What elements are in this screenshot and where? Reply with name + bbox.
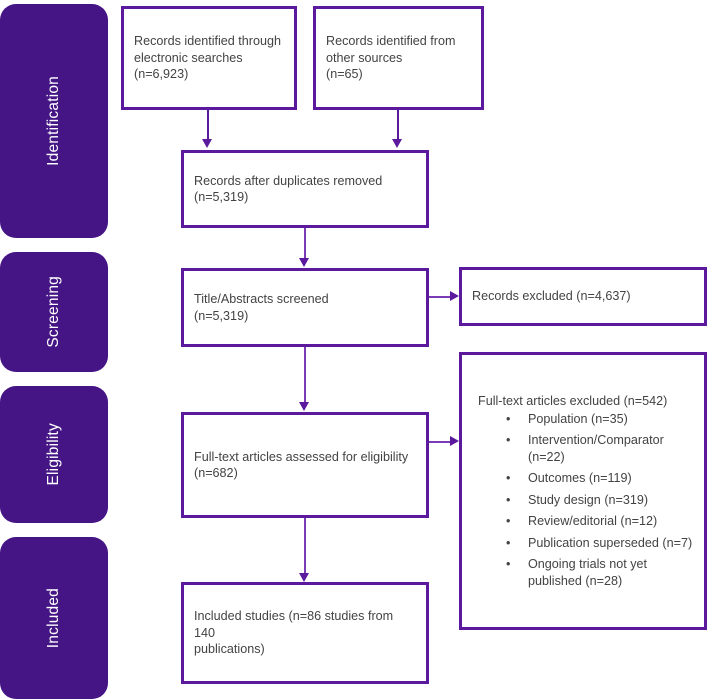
list-item-label: Population (n=35) — [528, 411, 628, 426]
arrowhead-electronic-to-dedup — [202, 139, 212, 148]
fulltext-excluded-reason-list: • Population (n=35) • Intervention/Compa… — [470, 410, 696, 590]
arrowhead-other-to-dedup — [392, 139, 402, 148]
list-item: • Intervention/Comparator (n=22) — [470, 432, 696, 465]
stage-label-identification: Identification — [45, 76, 62, 166]
box-records-excluded: Records excluded (n=4,637) — [459, 267, 707, 326]
stage-bar-eligibility: Eligibility — [0, 386, 108, 523]
bullet-icon: • — [506, 433, 511, 447]
stage-label-eligibility: Eligibility — [45, 423, 62, 486]
list-item-label: Intervention/Comparator (n=22) — [528, 433, 664, 464]
box-fulltext-excluded: Full-text articles excluded (n=542) • Po… — [459, 352, 707, 630]
list-item: • Outcomes (n=119) — [470, 470, 696, 487]
bullet-icon: • — [506, 411, 511, 426]
box-records-identified-other-text: Records identified from other sources (n… — [326, 34, 456, 82]
box-records-after-duplicates: Records after duplicates removed (n=5,31… — [181, 150, 429, 228]
connector-screened-to-fulltext — [304, 347, 306, 403]
box-records-identified-electronic: Records identified through electronic se… — [121, 6, 297, 110]
stage-bar-identification: Identification — [0, 4, 108, 238]
connector-electronic-to-dedup — [207, 110, 209, 140]
stage-label-included: Included — [45, 587, 62, 649]
list-item: • Review/editorial (n=12) — [470, 513, 696, 530]
box-included-studies: Included studies (n=86 studies from 140 … — [181, 582, 429, 684]
connector-other-to-dedup — [397, 110, 399, 140]
fulltext-excluded-header: Full-text articles excluded (n=542) — [478, 394, 668, 408]
box-fulltext-assessed: Full-text articles assessed for eligibil… — [181, 412, 429, 518]
bullet-icon: • — [506, 492, 511, 507]
connector-fulltext-to-included — [304, 518, 306, 575]
box-titles-abstracts-screened-text: Title/Abstracts screened (n=5,319) — [194, 292, 329, 323]
list-item: • Publication superseded (n=7) — [470, 535, 696, 552]
stage-bar-screening: Screening — [0, 252, 108, 372]
arrowhead-dedup-to-screened — [299, 258, 309, 267]
connector-screened-to-excluded — [429, 296, 455, 298]
box-records-identified-other: Records identified from other sources (n… — [313, 6, 484, 110]
arrowhead-fulltext-to-included — [299, 573, 309, 582]
stage-bar-included: Included — [0, 537, 108, 699]
connector-dedup-to-screened — [304, 228, 306, 259]
connector-fulltext-to-excluded — [429, 441, 455, 443]
list-item-label: Ongoing trials not yet published (n=28) — [528, 557, 648, 588]
box-fulltext-assessed-text: Full-text articles assessed for eligibil… — [194, 449, 409, 481]
arrowhead-screened-to-fulltext — [299, 402, 309, 411]
bullet-icon: • — [506, 471, 511, 485]
bullet-icon: • — [506, 557, 511, 571]
box-records-identified-electronic-text: Records identified through electronic se… — [134, 34, 282, 82]
box-included-studies-text: Included studies (n=86 studies from 140 … — [194, 609, 394, 657]
stage-label-screening: Screening — [45, 276, 62, 348]
list-item-label: Review/editorial (n=12) — [528, 514, 658, 528]
arrowhead-fulltext-to-excluded — [450, 436, 459, 446]
list-item: • Ongoing trials not yet published (n=28… — [470, 556, 696, 589]
bullet-icon: • — [506, 514, 511, 528]
list-item-label: Outcomes (n=119) — [528, 471, 632, 485]
list-item-label: Study design (n=319) — [528, 492, 649, 507]
box-titles-abstracts-screened: Title/Abstracts screened (n=5,319) — [181, 268, 429, 347]
arrowhead-screened-to-excluded — [450, 291, 459, 301]
box-records-after-duplicates-text: Records after duplicates removed (n=5,31… — [194, 173, 383, 205]
list-item: • Population (n=35) — [470, 411, 696, 428]
bullet-icon: • — [506, 535, 511, 550]
box-records-excluded-text: Records excluded (n=4,637) — [472, 289, 631, 304]
list-item: • Study design (n=319) — [470, 492, 696, 509]
list-item-label: Publication superseded (n=7) — [528, 535, 693, 550]
